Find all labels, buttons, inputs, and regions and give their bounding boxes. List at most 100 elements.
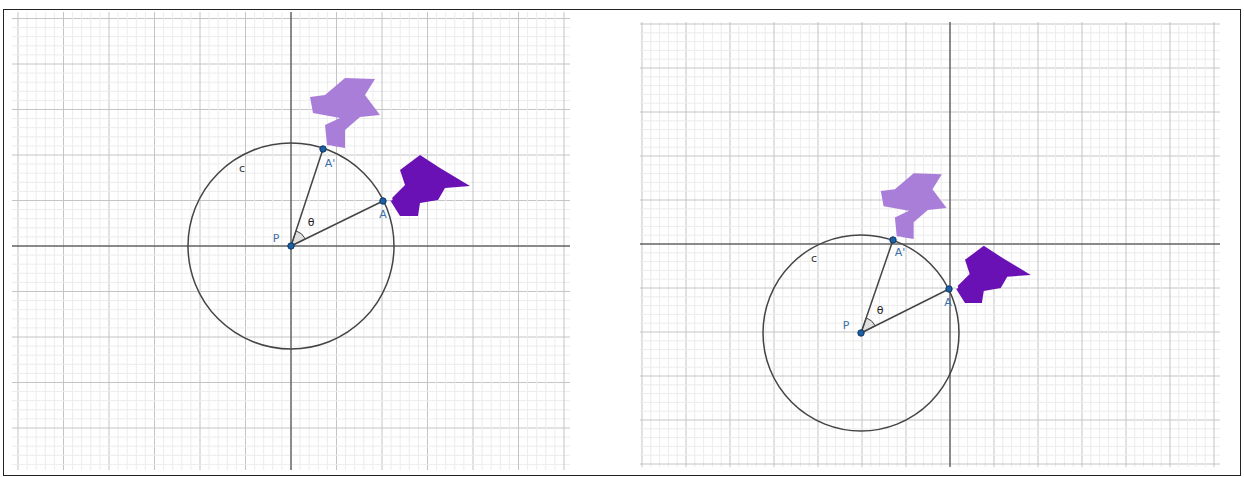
grid-line bbox=[640, 24, 1220, 25]
grid-line bbox=[640, 270, 1220, 271]
grid-line bbox=[640, 120, 1220, 121]
grid-line bbox=[640, 323, 1220, 324]
grid-line bbox=[640, 411, 1220, 412]
segment bbox=[291, 149, 323, 246]
y-axis bbox=[291, 12, 292, 470]
grid-line bbox=[318, 12, 319, 470]
grid-line bbox=[640, 446, 1220, 447]
grid-line bbox=[327, 12, 328, 470]
grid-line bbox=[190, 12, 191, 470]
grid-line bbox=[640, 112, 1220, 113]
grid-line bbox=[640, 349, 1220, 350]
grid-line bbox=[640, 252, 1220, 253]
grid-line bbox=[640, 314, 1220, 315]
grid-line bbox=[640, 428, 1220, 429]
grid-line bbox=[163, 12, 164, 470]
grid-line bbox=[536, 12, 537, 470]
grid-line bbox=[564, 12, 565, 470]
grid-line bbox=[640, 420, 1220, 421]
grid-line bbox=[640, 437, 1220, 438]
grid-line bbox=[640, 85, 1220, 86]
circle-c bbox=[763, 235, 959, 431]
shape-marker bbox=[955, 286, 958, 289]
grid-line bbox=[473, 12, 474, 470]
grid-line bbox=[640, 50, 1220, 51]
point bbox=[946, 286, 952, 292]
point-label: A' bbox=[895, 247, 906, 258]
grid-line bbox=[640, 455, 1220, 456]
grid-line bbox=[45, 12, 46, 470]
grid-line bbox=[382, 12, 383, 470]
grid-line bbox=[640, 59, 1220, 60]
grid-line bbox=[200, 12, 201, 470]
grid-line bbox=[640, 226, 1220, 227]
shape-marker bbox=[899, 237, 902, 240]
grid-line bbox=[291, 12, 292, 470]
point bbox=[320, 146, 326, 152]
point-label: P bbox=[843, 320, 850, 331]
grid-line bbox=[527, 12, 528, 470]
grid-line bbox=[454, 12, 455, 470]
grid-line bbox=[640, 464, 1220, 465]
grid-line bbox=[640, 332, 1220, 333]
coordinate-panel bbox=[640, 22, 1220, 467]
grid-line bbox=[172, 12, 173, 470]
original-figure bbox=[390, 155, 470, 216]
grid-line bbox=[640, 305, 1220, 306]
point-label: A bbox=[944, 297, 952, 308]
grid-line bbox=[109, 12, 110, 470]
circle-label: c bbox=[239, 163, 245, 174]
rotated-image bbox=[310, 78, 380, 148]
circle-label: c bbox=[811, 253, 817, 264]
grid-line bbox=[491, 12, 492, 470]
frame bbox=[4, 10, 1241, 476]
grid-line bbox=[254, 12, 255, 470]
point-label: A bbox=[379, 209, 387, 220]
point-label: P bbox=[273, 233, 280, 244]
shape-marker bbox=[389, 197, 392, 200]
x-axis bbox=[640, 244, 1220, 245]
grid-line bbox=[181, 12, 182, 470]
grid-line bbox=[145, 12, 146, 470]
grid-line bbox=[463, 12, 464, 470]
grid-line bbox=[640, 244, 1220, 245]
grid-line bbox=[127, 12, 128, 470]
grid-line bbox=[640, 76, 1220, 77]
grid-line bbox=[81, 12, 82, 470]
grid-line bbox=[209, 12, 210, 470]
grid-line bbox=[640, 103, 1220, 104]
grid-line bbox=[640, 156, 1220, 157]
grid-line bbox=[640, 94, 1220, 95]
grid-line bbox=[640, 279, 1220, 280]
grid-line bbox=[436, 12, 437, 470]
angle-label: θ bbox=[308, 217, 315, 228]
grid-line bbox=[391, 12, 392, 470]
point bbox=[890, 237, 896, 243]
grid-line bbox=[640, 340, 1220, 341]
grid-line bbox=[509, 12, 510, 470]
grid-line bbox=[640, 235, 1220, 236]
grid-line bbox=[263, 12, 264, 470]
grid-line bbox=[640, 393, 1220, 394]
grid-line bbox=[640, 41, 1220, 42]
grid-line bbox=[118, 12, 119, 470]
grid-line bbox=[445, 12, 446, 470]
grid-line bbox=[640, 288, 1220, 289]
shape-marker bbox=[329, 145, 332, 148]
segment bbox=[861, 240, 893, 333]
grid-line bbox=[640, 376, 1220, 377]
grid-line bbox=[418, 12, 419, 470]
grid-line bbox=[90, 12, 91, 470]
segment bbox=[291, 201, 383, 246]
grid-line bbox=[640, 261, 1220, 262]
grid-line bbox=[27, 12, 28, 470]
grid-line bbox=[63, 12, 64, 470]
point-label: A' bbox=[325, 158, 336, 169]
grid-line bbox=[518, 12, 519, 470]
grid-line bbox=[154, 12, 155, 470]
grid-line bbox=[99, 12, 100, 470]
grid-line bbox=[309, 12, 310, 470]
grid-line bbox=[136, 12, 137, 470]
grid-line bbox=[18, 12, 19, 470]
